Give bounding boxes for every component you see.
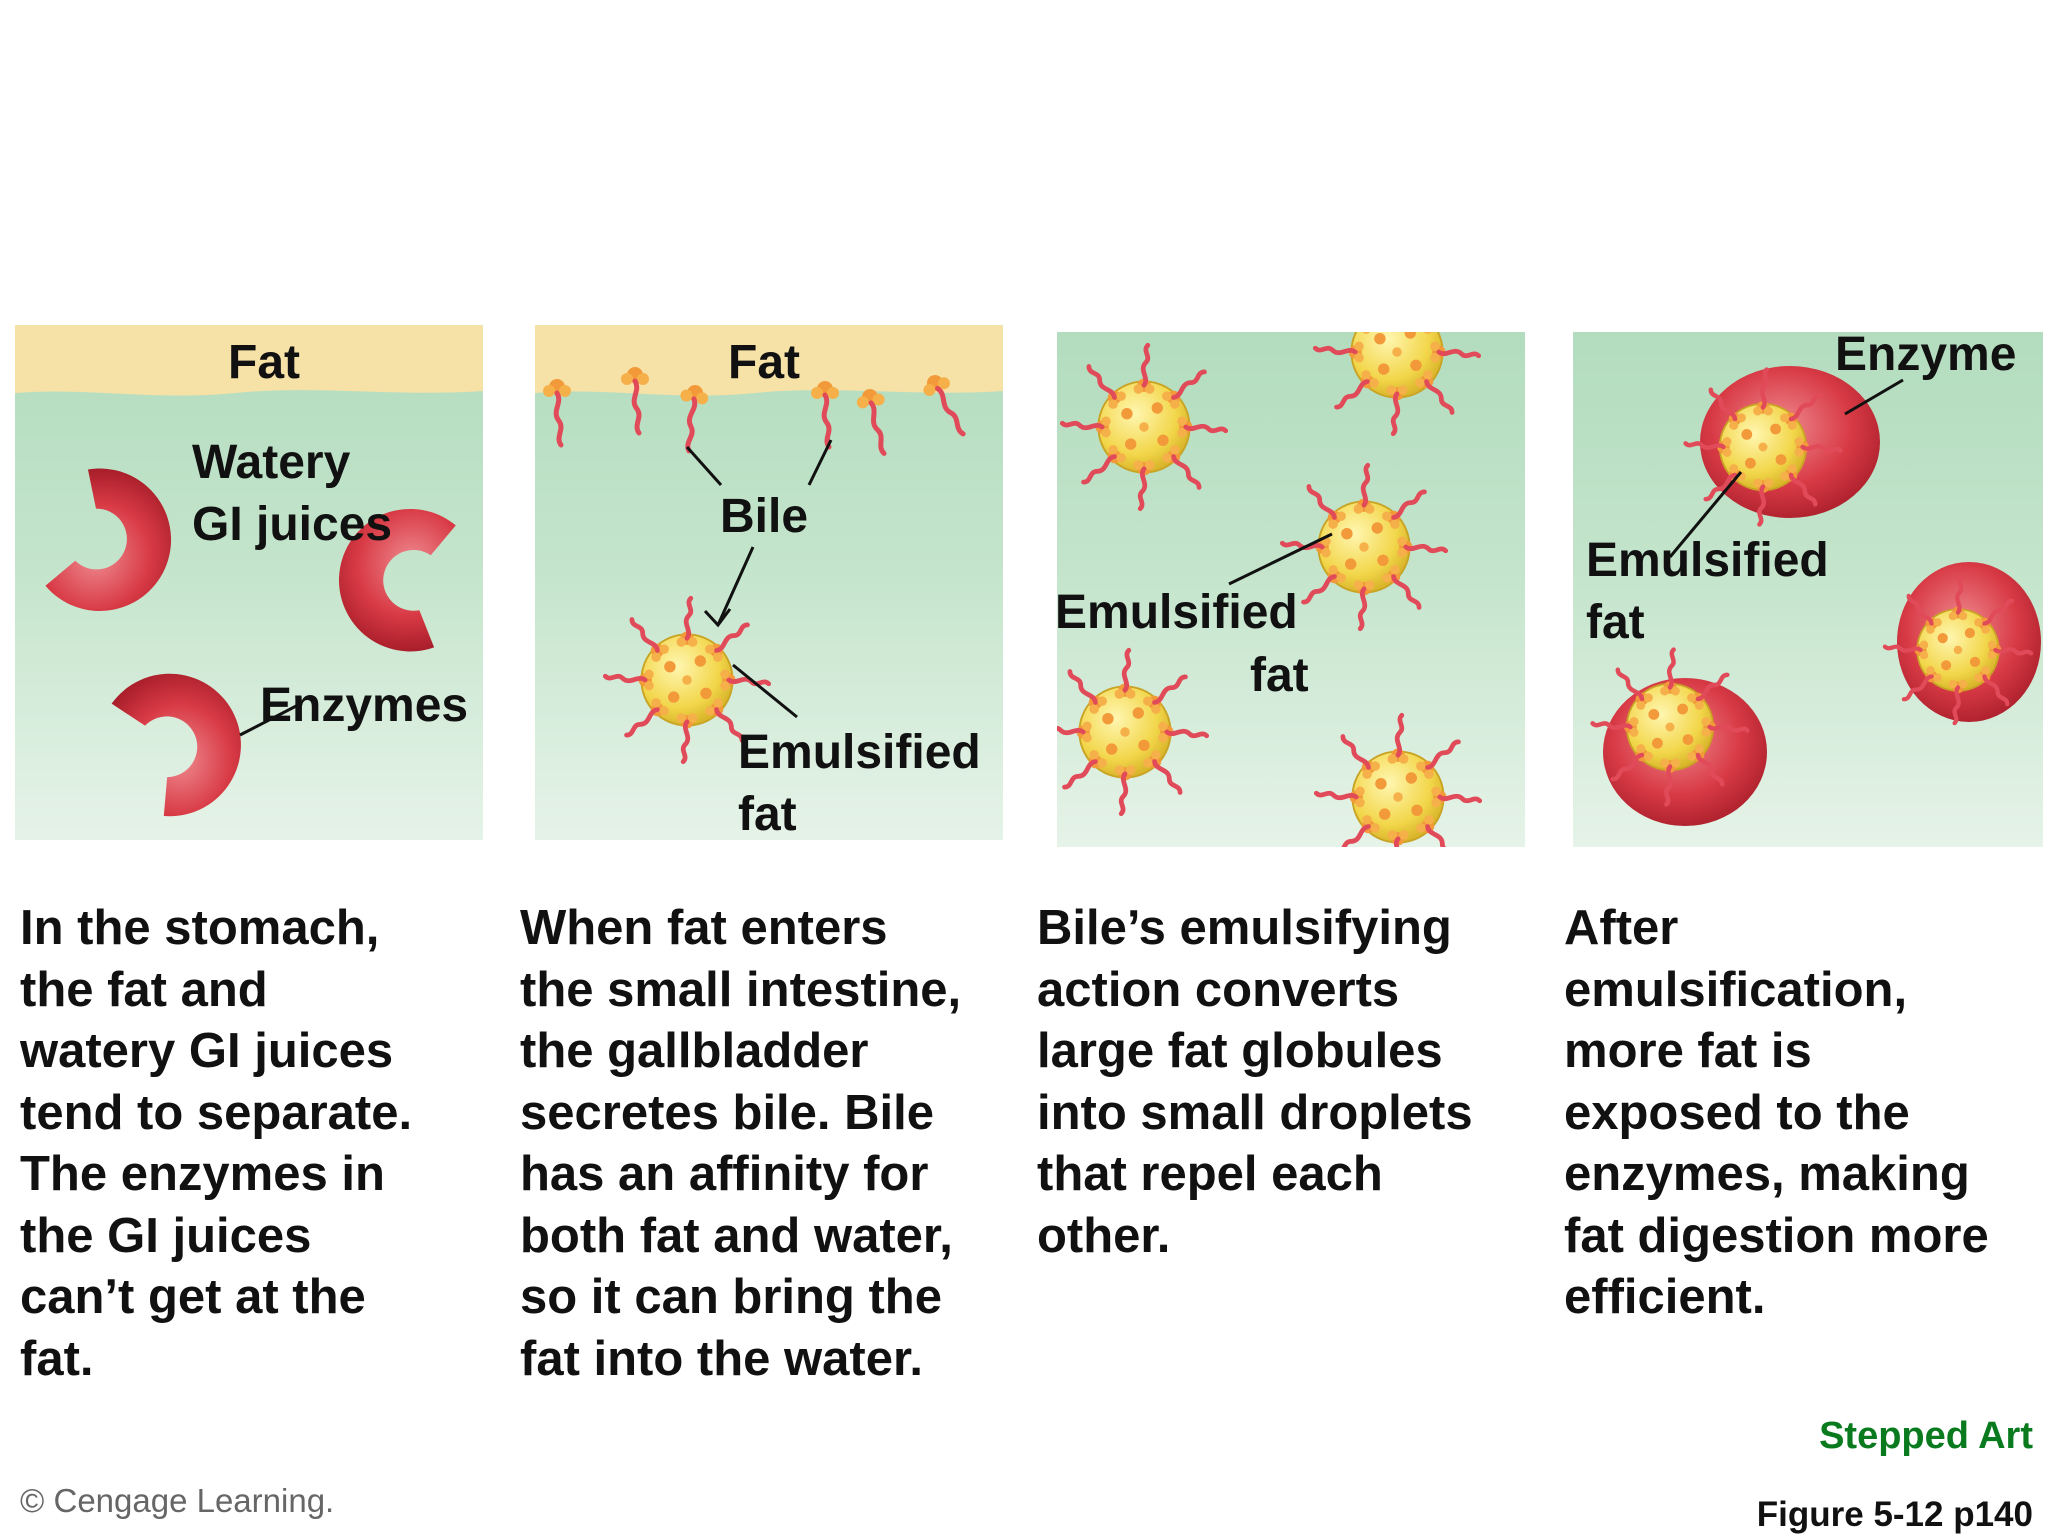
pointer-line	[1228, 532, 1333, 586]
label-bile: Bile	[720, 490, 809, 543]
pointer-line	[732, 663, 798, 719]
label-emulsified-fat: Emulsified fat	[738, 726, 981, 841]
emulsified-droplet	[1315, 332, 1478, 434]
figure-number: Figure 5-12 p140	[1756, 1495, 2033, 1534]
caption-enzyme-digestion: After emulsification, more fat is expose…	[1564, 901, 1989, 1324]
label-watery-gi-juices: Watery GI juices	[192, 436, 393, 551]
panel-emulsification	[1057, 332, 1525, 847]
bile-arrow	[716, 546, 755, 626]
fat-layer	[15, 325, 483, 396]
caption-stomach: In the stomach, the fat and watery GI ju…	[20, 901, 413, 1386]
label-enzymes: Enzymes	[260, 679, 469, 732]
emulsified-droplet	[1057, 650, 1207, 813]
label-enzyme: Enzyme	[1835, 328, 2017, 381]
emulsified-droplet	[1316, 715, 1479, 847]
fat-layer	[535, 325, 1003, 396]
bile-molecule	[855, 387, 894, 457]
panel-bile-secretion	[535, 325, 1003, 840]
bile-molecule	[811, 381, 839, 447]
pointer-line	[1668, 471, 1743, 558]
copyright-notice: © Cengage Learning.	[20, 1482, 335, 1519]
enzyme-shape	[15, 446, 201, 641]
panel-enzyme-digestion	[1573, 332, 2043, 847]
label-fat: Fat	[228, 336, 300, 389]
bile-molecule	[543, 379, 571, 445]
bile-molecule	[621, 367, 649, 433]
panel-stomach-art	[15, 325, 483, 823]
pointer-line	[1844, 378, 1904, 416]
emulsified-droplet	[1062, 345, 1225, 508]
stepped-art-label: Stepped Art	[1819, 1415, 2033, 1457]
label-fat: Fat	[728, 336, 800, 389]
pointer-line	[807, 439, 833, 486]
panel-bile-art	[535, 325, 1003, 840]
caption-bile-secretion: When fat enters the small intestine, the…	[520, 901, 962, 1386]
label-fat: fat	[1250, 649, 1309, 702]
panel-emulsification-art	[1057, 332, 1525, 847]
panel-stomach	[15, 325, 483, 840]
pointer-line	[239, 701, 303, 737]
enzyme-shape	[102, 668, 247, 823]
bile-arrowhead	[703, 608, 732, 628]
label-emulsified: Emulsified	[1055, 586, 1298, 639]
panel-enzyme-art	[1573, 366, 2041, 826]
pointer-line	[685, 445, 723, 487]
label-emulsified-fat: Emulsified fat	[1586, 534, 1829, 649]
caption-emulsification: Bile’s emulsifying action converts large…	[1037, 901, 1473, 1263]
